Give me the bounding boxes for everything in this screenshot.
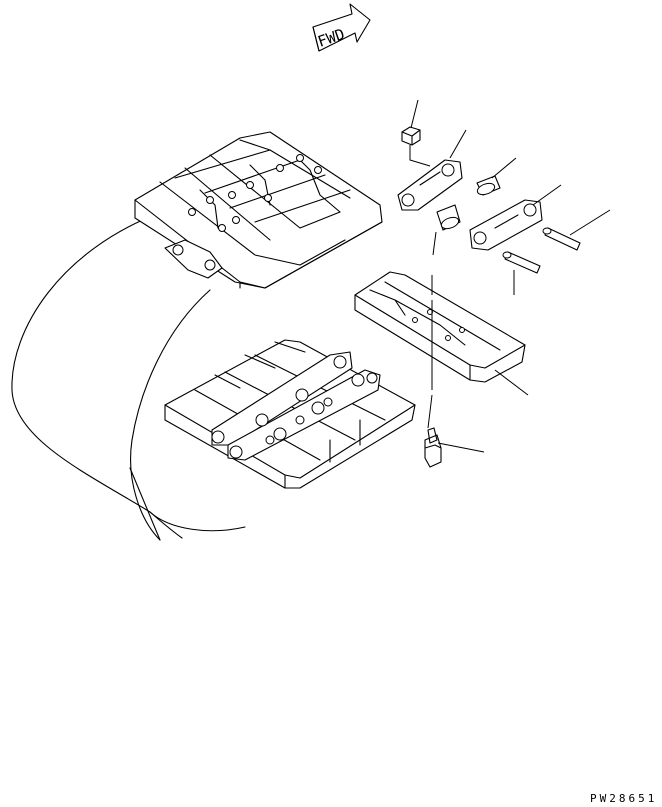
pin-part-center [503,252,540,273]
track-belt-outline [12,212,245,540]
fwd-arrow-marker: FWD [313,4,370,51]
single-track-shoe [355,272,525,382]
bushing-part-upper [476,176,500,197]
pin-part-right [543,228,580,250]
leader-lines [411,100,610,452]
nut-part [402,127,430,166]
lower-track-shoes-and-chain [165,340,415,488]
master-link-upper [398,160,462,210]
master-link-lower [470,200,542,250]
bushing-part-lower [437,205,460,231]
upper-track-shoes [135,132,382,288]
drawing-number: PW28651 [590,792,657,805]
shoe-bolt-part [425,428,441,467]
